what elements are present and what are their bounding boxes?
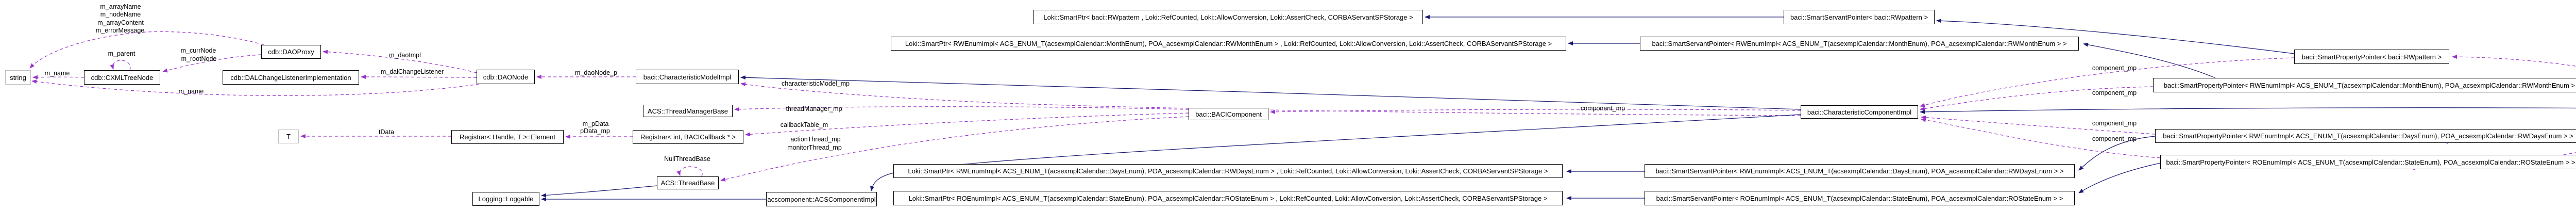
- edge-spp-days-charcomp: [1921, 115, 2156, 135]
- edge-label-actionthread-mp: actionThread_mp: [790, 136, 841, 143]
- node-string: string: [5, 70, 31, 85]
- edge-charcomp-bacicomponent: [1270, 109, 1801, 114]
- edge-label-callbacktable-m: callbackTable_m: [780, 121, 828, 128]
- node-loki-smartptr-rwdaysenum[interactable]: Loki::SmartPtr< RWEnumImpl< ACS_ENUM_T(a…: [893, 164, 1563, 178]
- edge-daonode-string-name: [31, 79, 480, 96]
- node-baci-characteristicmodelimpl[interactable]: baci::CharacteristicModelImpl: [636, 70, 739, 84]
- node-loki-smartptr-rwmonthenum[interactable]: Loki::SmartPtr< RWEnumImpl< ACS_ENUM_T(a…: [891, 37, 1566, 51]
- node-logging-loggable[interactable]: Logging::Loggable: [472, 192, 539, 206]
- edge-charcomp-inherits-charmodel: [740, 75, 1801, 110]
- edge-label-pdata-mp: pData_mp: [580, 127, 610, 135]
- edge-spp-rwpattern-charcomp: [1920, 57, 2295, 107]
- node-smartservantpointer-rwmonthenum[interactable]: baci::SmartServantPointer< RWEnumImpl< A…: [1640, 37, 2079, 51]
- edge-label-monitorthread-mp: monitorThread_mp: [787, 144, 842, 151]
- edge-calendar-yearattributes: [2452, 55, 2576, 67]
- edge-spp-rwpattern-inherits-ssp: [1936, 19, 2295, 54]
- edge-spp-month-inherits-ssp: [2083, 42, 2216, 78]
- node-smartservantpointer-rwdaysenum[interactable]: baci::SmartServantPointer< RWEnumImpl< A…: [1645, 164, 2075, 178]
- edge-label-m-parent: m_parent: [108, 50, 135, 57]
- node-acs-threadbase[interactable]: ACS::ThreadBase: [657, 176, 719, 189]
- edge-label-m-nodename: m_nodeName: [100, 11, 141, 18]
- edge-cxmltreenode-self-parent: [110, 60, 131, 71]
- node-loki-smartptr-rostateenum[interactable]: Loki::SmartPtr< ROEnumImpl< ACS_ENUM_T(a…: [893, 191, 1563, 205]
- node-cdb-daoproxy[interactable]: cdb::DAOProxy: [261, 45, 321, 59]
- edge-bacicomponent-threadbase: [720, 116, 1189, 182]
- edge-label-m-daonode-p: m_daoNode_p: [574, 69, 618, 76]
- edge-label-component-mp-2: component_mp: [2092, 89, 2137, 96]
- edge-threadbase-self-null: [676, 166, 703, 177]
- edge-label-tdata: tData: [379, 128, 394, 136]
- edge-threadbase-inherits-loggable: [541, 185, 657, 198]
- edge-calendar-inherits-charcomp: [1920, 107, 2576, 114]
- edge-label-characteristicmodel-mp: characteristicModel_mp: [782, 80, 850, 87]
- edge-spp-state-inherits-ssp: [2078, 163, 2161, 193]
- edge-label-component-mp-5: component_mp: [2092, 135, 2137, 142]
- edge-label-component-mp-1: component_mp: [2092, 64, 2137, 72]
- edge-label-m-errormessage: m_errorMessage: [95, 27, 145, 34]
- node-baci-characteristiccomponentimpl[interactable]: baci::CharacteristicComponentImpl: [1801, 105, 1918, 119]
- edge-label-m-arrayname: m_arrayName: [100, 3, 141, 10]
- edge-daoproxy-string-attrs: [29, 31, 264, 69]
- edge-charcomp-charmodel-member: [740, 82, 1801, 116]
- edge-spp-month-charcomp: [1920, 86, 2154, 111]
- node-acs-threadmanagerbase[interactable]: ACS::ThreadManagerBase: [643, 105, 733, 117]
- edge-label-m-pdata: m_pData: [582, 120, 609, 127]
- edge-label-nullthreadbase: NullThreadBase: [664, 155, 710, 163]
- node-template-t: T: [278, 130, 299, 143]
- node-cdb-cxmltreenode[interactable]: cdb::CXMLTreeNode: [84, 70, 160, 85]
- edge-label-m-name-2: m_name: [178, 88, 204, 95]
- edge-label-m-arraycontent: m_arrayContent: [97, 19, 144, 26]
- node-smartservantpointer-rwpattern[interactable]: baci::SmartServantPointer< baci::RWpatte…: [1784, 10, 1935, 24]
- edge-daonode-daoproxy: [323, 50, 477, 73]
- edge-label-threadmanager-mp: threadManager_mp: [786, 105, 842, 112]
- node-cdb-daonode[interactable]: cdb::DAONode: [477, 70, 535, 84]
- node-smartpropertypointer-rwdaysenum[interactable]: baci::SmartPropertyPointer< RWEnumImpl< …: [2155, 129, 2576, 143]
- node-smartservantpointer-rostateenum[interactable]: baci::SmartServantPointer< ROEnumImpl< A…: [1645, 191, 2075, 205]
- edge-label-m-currnode: m_currNode: [180, 47, 216, 54]
- node-cdb-dalchangelistenerimplementation[interactable]: cdb::DALChangeListenerImplementation: [223, 70, 359, 85]
- node-baci-bacicomponent[interactable]: baci::BACIComponent: [1189, 108, 1268, 120]
- node-registrar-bacicallback[interactable]: Registrar< int, BACICallback * >: [633, 130, 743, 144]
- edge-label-m-rootnode: m_rootNode: [181, 55, 217, 62]
- edge-charcomp-inherits-acscomponent: [870, 114, 1801, 191]
- node-loki-smartptr-rwpattern[interactable]: Loki::SmartPtr< baci::RWpattern , Loki::…: [1033, 10, 1423, 24]
- edge-spp-days-inherits-ssp: [2078, 136, 2156, 171]
- edge-label-m-dalchangelistener: m_dalChangeListener: [380, 68, 444, 75]
- node-acscomponent-acscomponentimpl[interactable]: acscomponent::ACSComponentImpl: [766, 192, 877, 206]
- edge-label-component-mp-3: component_mp: [1580, 105, 1625, 112]
- edge-label-m-daoimpl: m_daoImpl: [389, 52, 421, 59]
- node-smartpropertypointer-rostateenum[interactable]: baci::SmartPropertyPointer< ROEnumImpl< …: [2160, 155, 2576, 169]
- edge-label-component-mp-4: component_mp: [2092, 120, 2137, 127]
- edge-bacicomponent-threadmanager: [734, 106, 1189, 111]
- node-registrar-element[interactable]: Registrar< Handle, T >::Element: [451, 130, 564, 144]
- node-smartpropertypointer-rwmonthenum[interactable]: baci::SmartPropertyPointer< RWEnumImpl< …: [2153, 78, 2576, 92]
- node-smartpropertypointer-rwpattern[interactable]: baci::SmartPropertyPointer< baci::RWpatt…: [2294, 50, 2449, 64]
- edge-daoproxy-cxmltreenode: [162, 54, 262, 73]
- edge-label-m-name-1: m_name: [44, 70, 70, 77]
